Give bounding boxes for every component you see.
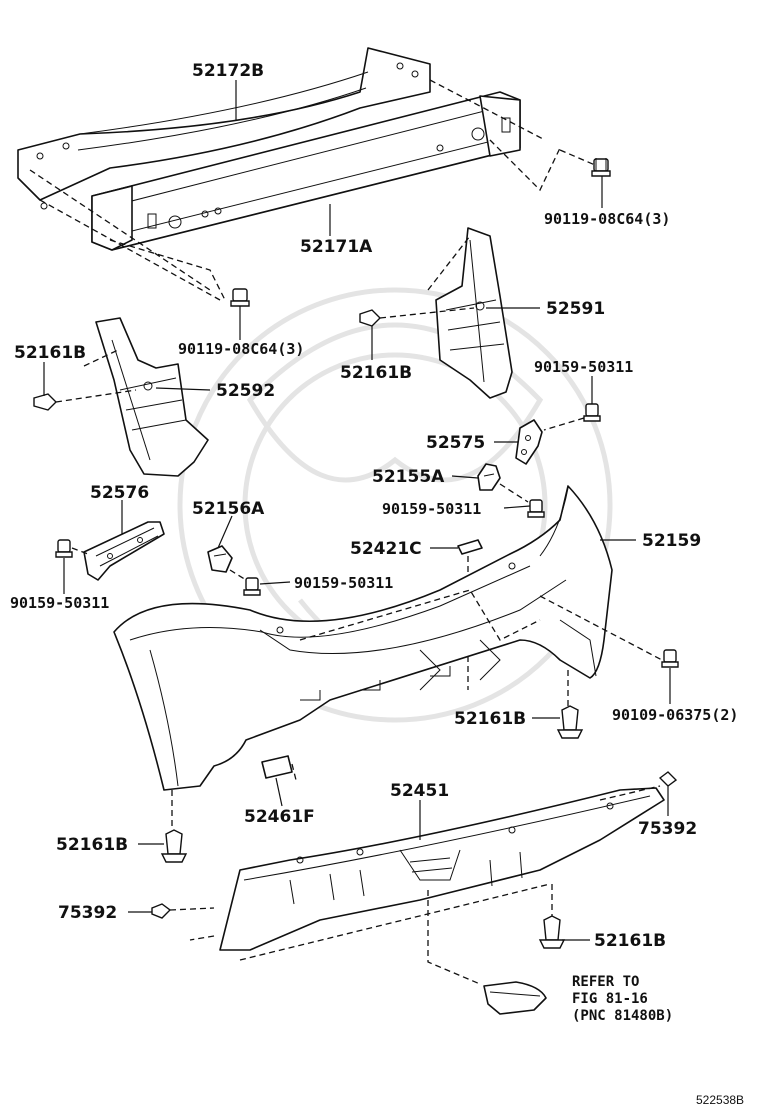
label-clip-center: 52161B	[454, 709, 526, 729]
screw-icon-52155a	[499, 483, 545, 518]
label-screw-right-lower: 90159-50311	[382, 500, 481, 518]
label-52172b: 52172B	[192, 61, 264, 81]
label-clip-bottom-right: 52161B	[594, 931, 666, 951]
label-screw-left: 90159-50311	[10, 594, 109, 612]
label-52421c: 52421C	[350, 539, 422, 559]
label-75392-left: 75392	[58, 903, 117, 923]
retainer-icon-75392-left	[151, 903, 215, 919]
label-52575: 52575	[426, 433, 485, 453]
clip-icon-right-side	[359, 307, 475, 327]
screw-icon-52156a	[229, 569, 261, 596]
reference-line-3: (PNC 81480B)	[572, 1008, 673, 1024]
leader-lines	[43, 80, 671, 941]
label-52591: 52591	[546, 299, 605, 319]
screw-icon-52159	[539, 595, 679, 668]
label-bolt-upper-right: 90119-08C64(3)	[544, 210, 670, 228]
label-52451: 52451	[390, 781, 449, 801]
label-bolt-upper-left: 90119-08C64(3)	[178, 340, 304, 358]
support-52576[interactable]	[83, 521, 165, 581]
screw-icon-52576	[55, 539, 89, 558]
label-screw-left-center: 90159-50311	[294, 574, 393, 592]
bumper-cover-52159[interactable]	[113, 485, 613, 791]
label-52592: 52592	[216, 381, 275, 401]
retainer-icon-75392-right	[599, 771, 678, 801]
screw-icon-52575	[543, 403, 601, 431]
guide-52591	[427, 235, 471, 291]
label-clip-left-side: 52161B	[14, 343, 86, 363]
diffuser-52451[interactable]	[189, 787, 665, 985]
guide-lines-upper	[29, 79, 596, 301]
reference-line-2: FIG 81-16	[572, 991, 648, 1007]
label-52171a: 52171A	[300, 237, 373, 257]
support-52156a[interactable]	[207, 545, 233, 573]
clip-icon-bottom-right	[538, 884, 566, 949]
label-52576: 52576	[90, 483, 149, 503]
reference-line-1: REFER TO	[572, 974, 639, 990]
callout-labels: 52172B 52171A 90119-08C64(3) 90119-08C64…	[10, 61, 744, 1107]
label-52159: 52159	[642, 531, 701, 551]
label-52156a: 52156A	[192, 499, 265, 519]
bolt-icon-upper-right	[591, 158, 611, 177]
label-clip-left-bottom: 52161B	[56, 835, 128, 855]
absorber-52172b[interactable]	[17, 47, 431, 210]
retainer-52591[interactable]	[435, 227, 513, 399]
clip-icon-left-side	[33, 349, 137, 411]
clip-icon-left-bottom	[160, 790, 188, 863]
figure-id: 522538B	[696, 1093, 744, 1107]
bolt-icon-upper-left	[230, 288, 250, 307]
label-52461f: 52461F	[244, 807, 315, 827]
retainer-52592[interactable]	[95, 317, 209, 477]
support-52575[interactable]	[515, 419, 543, 465]
label-52155a: 52155A	[372, 467, 445, 487]
pad-52461f[interactable]	[261, 755, 297, 781]
label-screw-right-upper: 90159-50311	[534, 358, 633, 376]
label-clip-right-side: 52161B	[340, 363, 412, 383]
label-75392-right: 75392	[638, 819, 697, 839]
support-52155a[interactable]	[477, 463, 501, 491]
clip-icon-center	[556, 670, 584, 739]
label-screw-right-bottom: 90109-06375(2)	[612, 706, 738, 724]
reinforcement-52171a[interactable]	[91, 91, 521, 251]
referenced-part	[483, 981, 547, 1015]
